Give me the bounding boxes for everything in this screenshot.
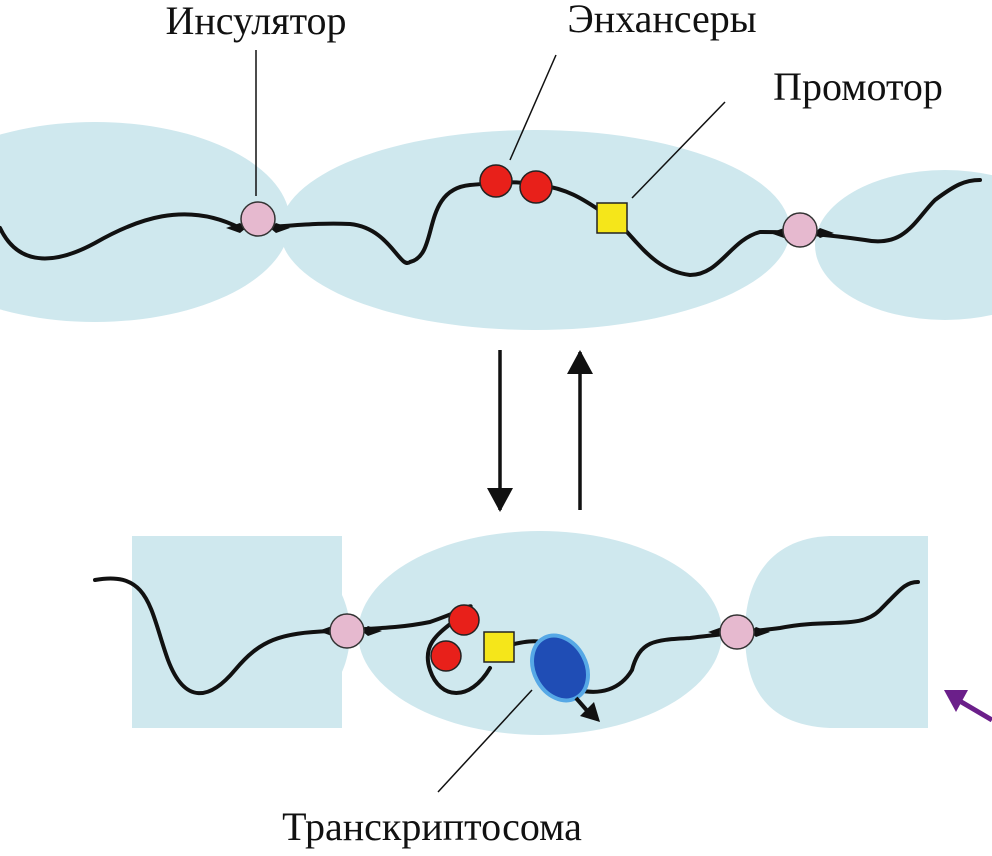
bottom-center-domain [358,531,722,735]
bottom-left-insulator [318,613,382,649]
top-left-insulator [226,201,290,237]
arrow-right-down-icon [574,696,600,722]
arrow-up-left-icon [944,690,992,723]
bottom-enhancer-2 [430,640,462,672]
insulator-label: Инсулятор [165,0,346,43]
equilibrium-arrows [487,350,593,512]
bottom-right-insulator [708,614,770,650]
bottom-right-domain [745,536,928,728]
top-promoter [596,202,628,234]
top-panel: Инсулятор Энхансеры Промотор [0,0,992,330]
arrow-down-icon [487,350,513,512]
promoter-label: Промотор [773,64,943,109]
top-center-domain [280,130,790,330]
transcriptosome-label: Транскриптосома [282,804,582,849]
bottom-left-domain-curve [240,536,350,728]
promoter-leader-line [631,101,726,199]
top-enhancer-1 [479,164,513,198]
top-enhancer-2 [519,170,553,204]
enhancers-leader-line [509,54,557,161]
bottom-promoter [483,631,515,663]
enhancers-label: Энхансеры [567,0,756,41]
transcriptosome [530,633,590,703]
arrow-up-icon [567,350,593,510]
top-right-domain [815,170,992,320]
transcriptosome-leader-line [437,689,533,793]
top-dna-strand [0,178,982,278]
bottom-panel: Транскриптосома [93,531,928,849]
top-right-insulator [770,212,834,248]
bottom-enhancer-1 [448,604,480,636]
